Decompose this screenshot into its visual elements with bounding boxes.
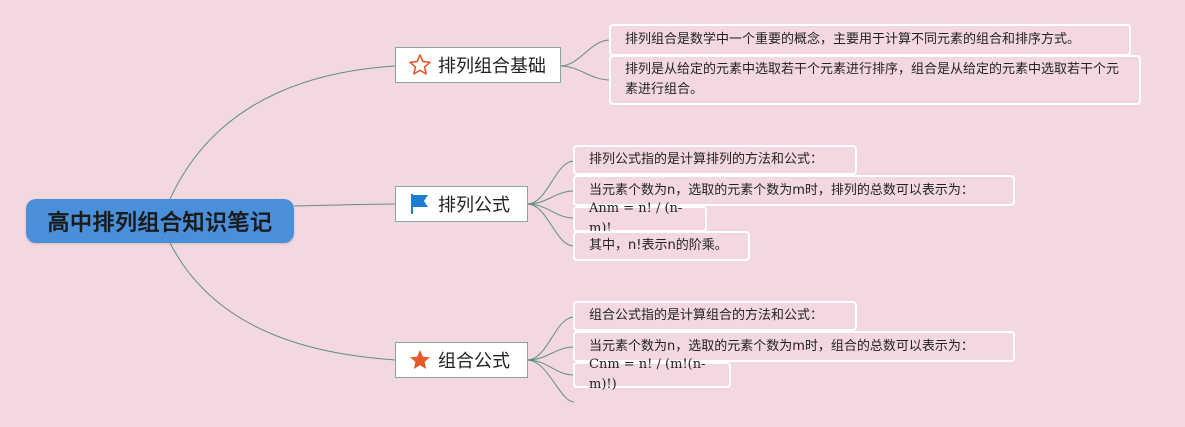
branch-label: 组合公式 xyxy=(438,351,510,372)
root-topic[interactable]: 高中排列组合知识笔记 xyxy=(26,199,294,243)
branch-combination-formula[interactable]: 组合公式 xyxy=(395,342,528,378)
leaf-text: 排列组合是数学中一个重要的概念，主要用于计算不同元素的组合和排序方式。 xyxy=(625,32,1081,47)
link-root-branch-3 xyxy=(169,242,396,361)
leaf-node[interactable]: 排列是从给定的元素中选取若干个元素进行排序，组合是从给定的元素中选取若干个元素进… xyxy=(609,55,1141,105)
branch-permutation-basics[interactable]: 排列组合基础 xyxy=(395,47,561,83)
star-filled-icon xyxy=(408,348,432,372)
link-b3-leaf-1 xyxy=(526,316,575,361)
link-b1-leaf-2 xyxy=(559,65,611,81)
link-b3-leaf-4 xyxy=(526,359,575,403)
link-b2-leaf-2 xyxy=(526,190,575,205)
leaf-text: 排列公式指的是计算排列的方法和公式： xyxy=(589,152,824,167)
link-root-branch-1 xyxy=(169,65,396,200)
branch-label: 排列组合基础 xyxy=(438,56,546,77)
leaf-node[interactable]: 排列组合是数学中一个重要的概念，主要用于计算不同元素的组合和排序方式。 xyxy=(609,24,1131,56)
leaf-node[interactable]: 排列公式指的是计算排列的方法和公式： xyxy=(573,145,857,175)
leaf-text: 当元素个数为n，选取的元素个数为m时，排列的总数可以表示为： xyxy=(589,182,974,198)
leaf-node[interactable]: 其中，n!表示n的阶乘。 xyxy=(573,231,750,261)
leaf-text: 组合公式指的是计算组合的方法和公式： xyxy=(589,308,824,323)
branch-label: 排列公式 xyxy=(438,195,510,216)
leaf-text: Cnm = n! / (m!(n-m)!) xyxy=(589,357,706,392)
link-b2-leaf-1 xyxy=(526,160,575,205)
link-b1-leaf-1 xyxy=(559,39,611,67)
leaf-text: 其中，n!表示n的阶乘。 xyxy=(589,238,728,253)
leaf-text: 当元素个数为n，选取的元素个数为m时，组合的总数可以表示为： xyxy=(589,338,974,354)
link-b3-leaf-2 xyxy=(526,346,575,361)
leaf-node[interactable]: 当元素个数为n，选取的元素个数为m时，排列的总数可以表示为： xyxy=(573,175,1015,206)
link-b2-leaf-4 xyxy=(526,203,575,247)
leaf-node[interactable]: Anm = n! / (n-m)! xyxy=(573,201,707,236)
flag-icon xyxy=(408,192,432,216)
link-root-branch-2 xyxy=(293,203,396,207)
leaf-node[interactable]: Cnm = n! / (m!(n-m)!) xyxy=(573,357,731,392)
link-b3-leaf-3 xyxy=(526,359,575,376)
leaf-node[interactable]: 组合公式指的是计算组合的方法和公式： xyxy=(573,301,857,331)
star-outline-icon xyxy=(408,53,432,77)
leaf-node[interactable]: 当元素个数为n，选取的元素个数为m时，组合的总数可以表示为： xyxy=(573,331,1015,362)
root-topic-label: 高中排列组合知识笔记 xyxy=(47,211,273,236)
leaf-text: 排列是从给定的元素中选取若干个元素进行排序，组合是从给定的元素中选取若干个元素进… xyxy=(625,62,1120,97)
branch-permutation-formula[interactable]: 排列公式 xyxy=(395,186,528,222)
